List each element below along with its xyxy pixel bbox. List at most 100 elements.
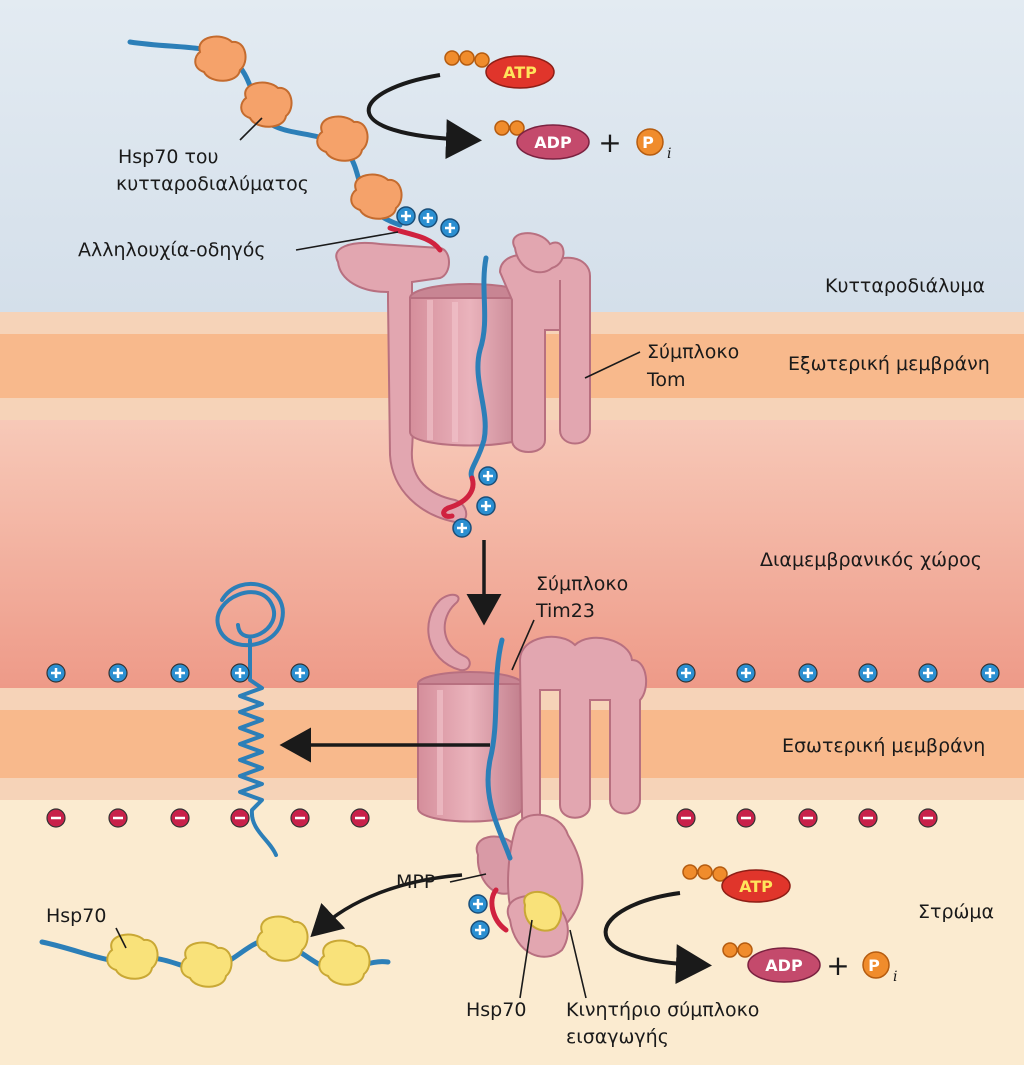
- negative-charge-icon: [798, 808, 818, 828]
- atp-label: ATP: [503, 63, 537, 82]
- motor-hsp70: [523, 890, 562, 932]
- phosphate-label: P: [642, 133, 654, 152]
- adp-label: ADP: [534, 133, 572, 152]
- positive-charge-icon: [418, 208, 438, 228]
- atp-badge: [485, 55, 555, 89]
- inner-membrane-protein: [215, 582, 285, 857]
- positive-charge-icon: [858, 663, 878, 683]
- label-tim23-2: Tim23: [535, 600, 595, 622]
- chain-through-tim: [485, 637, 513, 861]
- positive-charge-icon: [440, 218, 460, 238]
- positive-charge-icon: [736, 663, 756, 683]
- positive-charge-icon: [46, 663, 66, 683]
- negative-charge-icon: [858, 808, 878, 828]
- tim23-complex: [417, 593, 648, 829]
- tim23-channel: [417, 683, 523, 823]
- matrix-hsp70-molecules: [106, 915, 371, 988]
- label-inner-membrane: Εσωτερική μεμβράνη: [782, 735, 985, 757]
- phosphate-subscript: i: [667, 146, 671, 162]
- label-matrix-hsp70: Hsp70: [46, 905, 106, 927]
- tom-right-subunits: [498, 253, 591, 453]
- presequence-cytosol: [387, 225, 443, 253]
- label-mpp: MPP: [396, 871, 435, 893]
- intermembrane-region: [0, 420, 1024, 688]
- phosphate-label: P: [868, 956, 880, 975]
- negative-charge-icon: [170, 808, 190, 828]
- negative-charge-icon: [46, 808, 66, 828]
- atp-label: ATP: [739, 877, 773, 896]
- label-cytosolic-hsp70-2: κυτταροδιαλύματος: [116, 173, 309, 195]
- membrane-charges: [46, 663, 1000, 828]
- import-motor: [475, 813, 584, 958]
- cytosolic-hsp70: [350, 173, 403, 220]
- arrow-icon: [366, 73, 482, 160]
- positive-charge-icon: [170, 663, 190, 683]
- positive-charge-icon: [676, 663, 696, 683]
- adp-badge: [516, 124, 590, 160]
- atp-badge: [721, 869, 791, 903]
- negative-charge-icon: [108, 808, 128, 828]
- label-presequence: Αλληλουχία-οδηγός: [78, 239, 266, 261]
- plus-sign: +: [826, 949, 849, 982]
- tim23-arm: [427, 593, 471, 672]
- arrow-icon: [603, 891, 712, 985]
- cytosolic-hsp70: [194, 35, 247, 82]
- label-tom-1: Σύμπλοκο: [647, 341, 739, 363]
- label-tim23-1: Σύμπλοκο: [536, 573, 628, 595]
- reaction-bottom: ATP ADP + P i: [682, 864, 897, 985]
- negative-charge-icon: [350, 808, 370, 828]
- negative-charge-icon: [736, 808, 756, 828]
- positive-charge-icon: [452, 518, 472, 538]
- positive-charge-icon: [290, 663, 310, 683]
- arrow-icon: [310, 873, 463, 938]
- positive-charge-icon: [798, 663, 818, 683]
- labels: Hsp70 του κυτταροδιαλύματος Αλληλουχία-ο…: [46, 146, 994, 1048]
- cytosolic-hsp70: [240, 81, 293, 128]
- arrows: [279, 73, 712, 985]
- negative-charge-icon: [290, 808, 310, 828]
- adp-badge: [747, 947, 821, 983]
- tom-left-subunit: [335, 242, 468, 524]
- label-motor-hsp70: Hsp70: [466, 999, 526, 1021]
- label-motor-1: Κινητήριο σύμπλοκο: [566, 999, 759, 1021]
- phosphate-subscript: i: [893, 969, 897, 985]
- positive-charge-icon: [980, 663, 1000, 683]
- phosphate-icon: [862, 951, 890, 979]
- phosphate-icon: [636, 128, 664, 156]
- positive-charge-icon: [918, 663, 938, 683]
- matrix-hsp70: [256, 915, 309, 962]
- label-tom-2: Tom: [646, 369, 686, 391]
- positive-charge-icon: [476, 496, 496, 516]
- negative-charge-icon: [230, 808, 250, 828]
- matrix-hsp70: [106, 933, 159, 980]
- label-outer-membrane: Εξωτερική μεμβράνη: [788, 353, 990, 375]
- label-motor-2: εισαγωγής: [566, 1026, 669, 1048]
- tim23-right-subunits: [518, 635, 648, 829]
- positive-charge-icon: [108, 663, 128, 683]
- negative-charge-icon: [676, 808, 696, 828]
- chain-through-tom: [468, 255, 489, 481]
- positive-charge-icon: [230, 663, 250, 683]
- leader-lines: [115, 117, 641, 999]
- label-cytosol: Κυτταροδιάλυμα: [825, 275, 985, 297]
- plus-sign: +: [598, 126, 621, 159]
- reaction-top: ATP ADP + P i: [444, 50, 671, 162]
- cytosolic-hsp70-molecules: [194, 35, 403, 220]
- matrix-hsp70: [318, 939, 371, 986]
- presequence-matrix: [489, 887, 509, 933]
- negative-charge-icon: [918, 808, 938, 828]
- charges: [396, 206, 498, 940]
- label-intermembrane-space: Διαμεμβρανικός χώρος: [760, 549, 982, 571]
- label-cytosolic-hsp70-1: Hsp70 του: [118, 146, 219, 168]
- positive-charge-icon: [468, 894, 488, 914]
- presequence-ims: [441, 475, 476, 519]
- adp-label: ADP: [765, 956, 803, 975]
- tom-complex: [335, 232, 591, 524]
- positive-charge-icon: [478, 466, 498, 486]
- matrix-hsp70: [180, 941, 233, 988]
- cytosolic-hsp70: [316, 115, 369, 162]
- label-matrix: Στρώμα: [918, 901, 994, 923]
- positive-charge-icon: [396, 206, 416, 226]
